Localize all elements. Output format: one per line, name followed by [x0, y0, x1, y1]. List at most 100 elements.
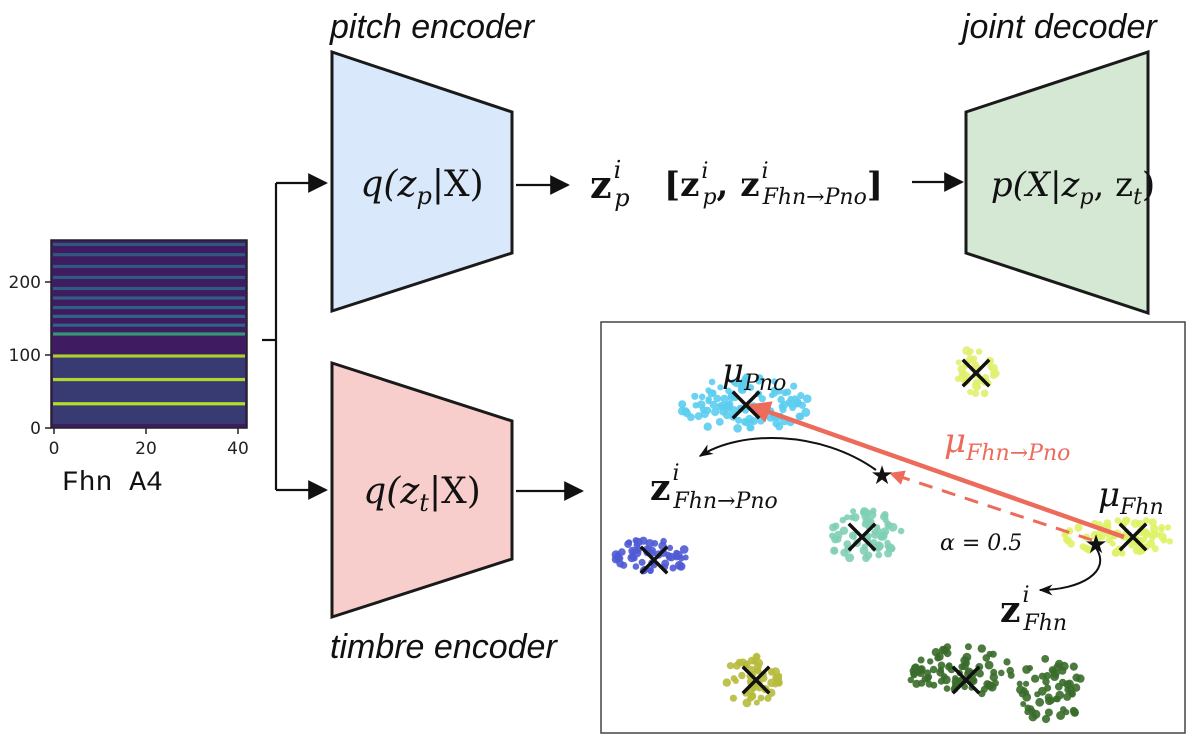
latent-point [1003, 658, 1011, 666]
pitch-encoder-block [330, 49, 514, 314]
latent-point [907, 676, 914, 684]
latent-point [1151, 545, 1159, 553]
spectrogram-harmonic-line [53, 323, 245, 327]
latent-point [687, 413, 695, 422]
centroid-teal-cross-icon [847, 522, 877, 552]
latent-point [797, 413, 805, 421]
latent-point [989, 673, 998, 682]
latent-point [779, 405, 787, 414]
latent-point [943, 685, 951, 692]
latent-point [614, 554, 622, 563]
latent-point [775, 422, 784, 431]
latent-point [787, 400, 795, 408]
latent-point [1098, 532, 1106, 541]
latent-point [1042, 678, 1050, 686]
latent-point [1044, 693, 1053, 702]
latent-point [1067, 686, 1076, 695]
latent-point [1063, 536, 1070, 543]
latent-point [771, 390, 778, 397]
latent-point [710, 389, 717, 396]
latent-point [797, 392, 805, 400]
latent-point [971, 389, 980, 397]
latent-point [708, 378, 716, 386]
latent-point [977, 644, 986, 653]
latent-point [1044, 708, 1053, 717]
shifted-pointer-arrow [698, 437, 877, 471]
latent-point [1154, 531, 1161, 538]
latent-point [832, 522, 840, 530]
latent-point [1090, 530, 1100, 540]
latent-point [705, 387, 712, 394]
latent-point [1150, 524, 1159, 534]
spectrogram-harmonic-line [53, 242, 245, 247]
latent-point [850, 533, 857, 540]
latent-point [1060, 706, 1067, 713]
latent-point [669, 564, 677, 572]
latent-point [633, 541, 641, 549]
latent-point [1072, 673, 1081, 682]
latent-point [735, 416, 743, 424]
spectrogram-harmonic-line [53, 296, 245, 300]
latent-point [1063, 692, 1072, 701]
latent-point [1041, 714, 1051, 724]
spectrogram-frame [50, 239, 248, 429]
latent-point [878, 531, 888, 541]
latent-point [703, 422, 712, 431]
latent-point [1022, 692, 1032, 702]
latent-point [958, 369, 967, 378]
latent-point [987, 682, 997, 692]
latent-point [678, 400, 687, 409]
centroid-olive-cross-icon [741, 665, 771, 695]
latent-point [1071, 709, 1079, 717]
latent-point [943, 649, 952, 658]
latent-point [927, 658, 934, 665]
spectrogram: 0 100 200 0 20 40 Fhn A4 [9, 239, 249, 499]
latent-point [955, 359, 962, 366]
latent-point [742, 373, 751, 381]
timbre-encoder-block [330, 360, 514, 620]
latent-point [1027, 705, 1035, 712]
latent-point [742, 698, 752, 708]
latent-point [638, 558, 646, 566]
latent-point [870, 539, 878, 546]
latent-point [732, 378, 742, 388]
spectrogram-harmonic-line [53, 264, 245, 269]
latent-point [632, 563, 640, 570]
joint-decoder-block [964, 49, 1150, 316]
latent-point [1114, 517, 1122, 524]
latent-point [666, 544, 674, 552]
shift-vector-arrow [747, 401, 1125, 540]
latent-point [1149, 534, 1156, 541]
latent-point [793, 401, 801, 408]
latent-point [861, 543, 868, 550]
spectrogram-harmonic-line [53, 275, 245, 280]
centroid-yellow-top-cross-icon [961, 358, 991, 388]
latent-point [1028, 712, 1038, 722]
latent-point [875, 527, 882, 535]
spectrogram-harmonic-line [53, 402, 245, 406]
latent-point [1142, 517, 1150, 524]
latent-point [845, 553, 855, 563]
latent-point [741, 418, 749, 426]
latent-point [958, 663, 966, 671]
latent-point [1016, 680, 1023, 687]
latent-point [998, 669, 1005, 677]
y-tick-0: 0 [30, 419, 41, 439]
latent-point [880, 512, 889, 521]
latent-point [863, 508, 871, 517]
spectrogram-harmonic-line [53, 354, 245, 358]
latent-point [738, 671, 746, 680]
latent-point [1074, 523, 1083, 532]
latent-point [758, 395, 766, 403]
spectrogram-harmonic-line [53, 253, 245, 257]
latent-point [937, 677, 945, 685]
latent-point [729, 694, 738, 702]
latent-point [962, 652, 972, 662]
alpha-label: α = 0.5 [940, 531, 1022, 556]
latent-point [875, 551, 883, 559]
latent-point [929, 665, 938, 674]
y-tick-100: 100 [9, 346, 41, 366]
timbre-encoder-formula: q(zt|X) [363, 471, 481, 517]
